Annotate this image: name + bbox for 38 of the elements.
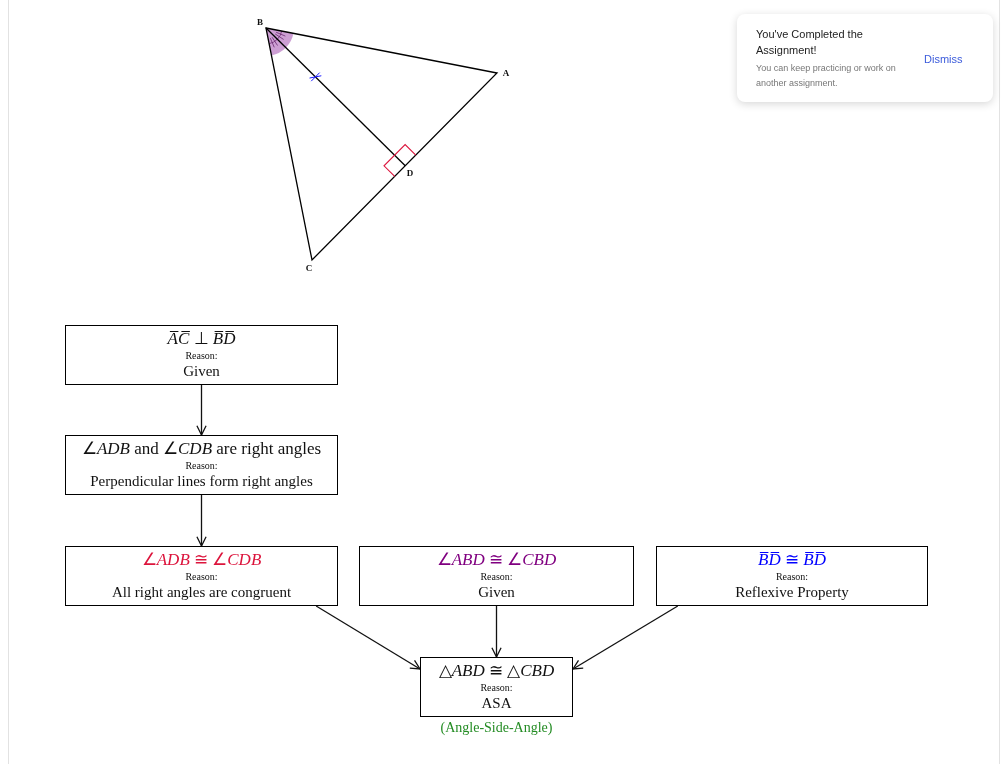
- proof-box: [656, 546, 928, 606]
- arrow: [315, 605, 421, 670]
- proof-box: [359, 546, 634, 606]
- reason-label: Reason:: [185, 349, 218, 362]
- notification-card: [737, 14, 993, 102]
- toast-title: You've Completed the Assignment!: [756, 27, 864, 58]
- statement-text: A̅C̅ ⊥ B̅D̅: [167, 329, 236, 349]
- reason-text: Given: [478, 583, 515, 602]
- vertex-label: D: [406, 168, 414, 178]
- statement-text: ∠ADB and ∠CDB are right angles: [81, 439, 322, 459]
- arrow: [196, 384, 207, 436]
- statement-text: ∠ABD ≅ ∠CBD: [436, 550, 557, 570]
- reason-text: Reflexive Property: [735, 583, 849, 602]
- proof-box: [420, 657, 573, 717]
- arrow: [491, 605, 502, 658]
- statement-text: △ABD ≅ △CBD: [438, 661, 555, 681]
- statement-text: B̅D̅ ≅ B̅D̅: [758, 550, 826, 570]
- proof-box: [65, 325, 338, 385]
- arrow: [196, 494, 207, 547]
- reason-text: ASA: [481, 694, 512, 713]
- reason-label: Reason:: [775, 570, 809, 583]
- dismiss-button: Dismiss: [924, 52, 963, 66]
- proof-box: [65, 546, 338, 606]
- statement-text: ∠ADB ≅ ∠CDB: [141, 550, 262, 570]
- reason-label: Reason:: [185, 459, 218, 472]
- vertex-label: A: [502, 68, 510, 78]
- vertex-label: C: [305, 263, 313, 273]
- reason-label: Reason:: [480, 681, 513, 694]
- reason-text: Perpendicular lines form right angles: [90, 472, 313, 491]
- proof-box: [65, 435, 338, 495]
- vertex-label: B: [257, 17, 263, 27]
- reason-note: (Angle-Side-Angle): [440, 719, 553, 736]
- arrow: [572, 605, 679, 670]
- reason-label: Reason:: [480, 570, 513, 583]
- reason-label: Reason:: [185, 570, 218, 583]
- toast-message: You can keep practicing or work on another assignment.: [756, 62, 897, 90]
- reason-text: Given: [183, 362, 220, 381]
- reason-text: All right angles are congruent: [111, 583, 292, 602]
